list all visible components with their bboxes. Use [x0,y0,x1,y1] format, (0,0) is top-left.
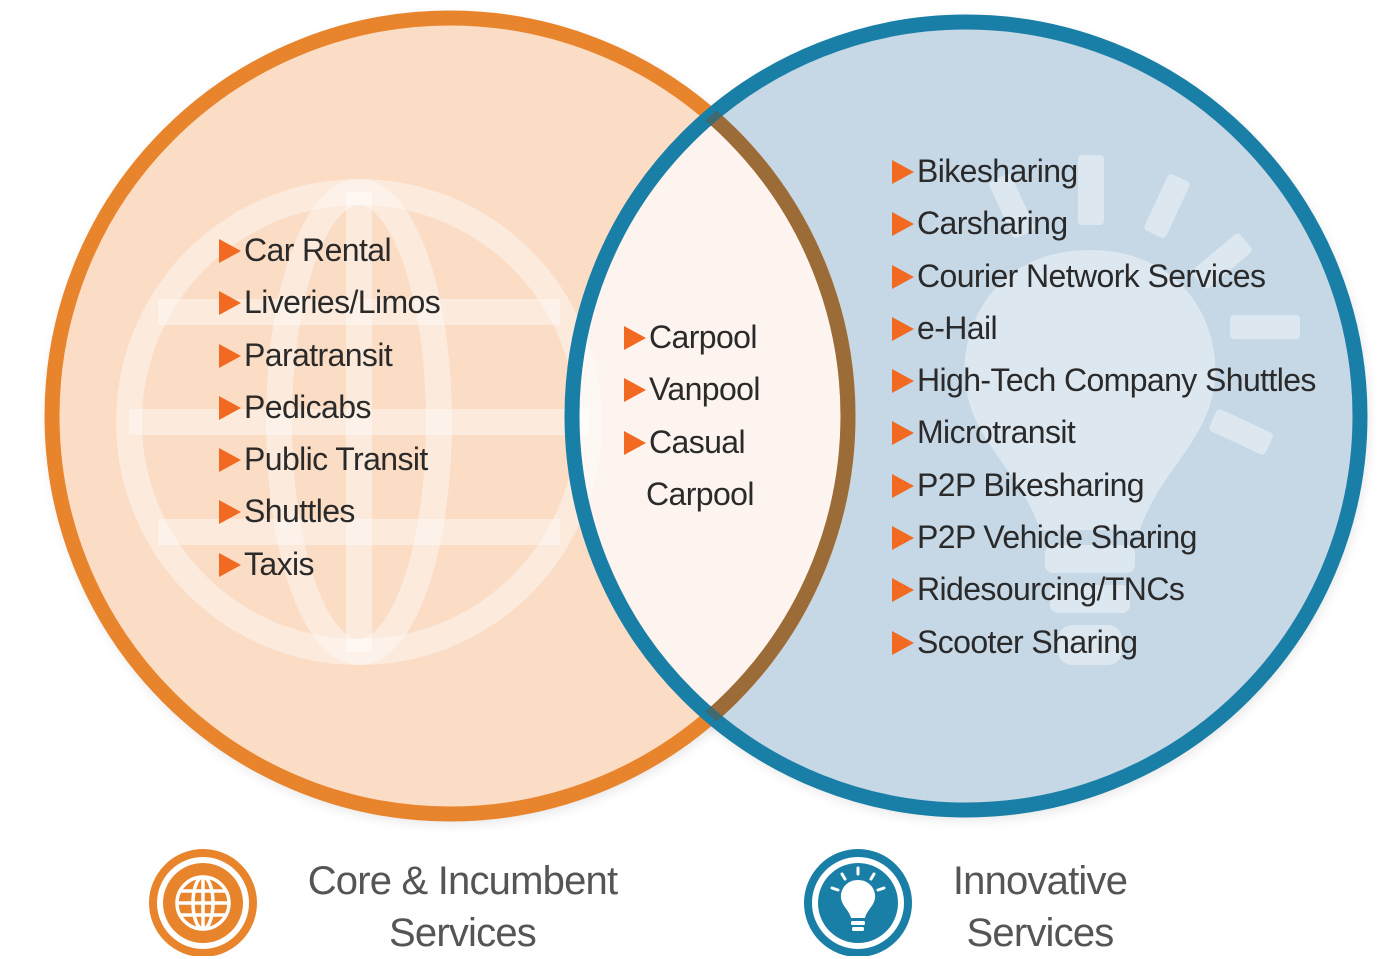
triangle-bullet-icon [892,160,914,184]
triangle-bullet-icon [624,378,646,403]
core-service-item-label: Pedicabs [244,388,371,425]
triangle-bullet-icon [892,526,914,551]
core-service-item-label: Shuttles [244,493,355,530]
globe-watermark-icon [116,179,602,665]
innovative-service-item-label: P2P Bikesharing [917,466,1145,503]
triangle-bullet-icon [624,326,646,350]
innovative-service-item: Ridesourcing/TNCs [892,563,1316,615]
innovative-circle-ring [564,14,1368,818]
triangle-bullet-icon [892,264,914,289]
triangle-bullet-icon [892,578,914,603]
innovative-service-item: P2P Bikesharing [892,459,1316,511]
core-service-item: Liveries/Limos [219,276,441,328]
innovative-service-item-label: Carsharing [917,205,1068,242]
innovative-legend-line2: Services [966,911,1115,955]
innovative-service-item: Carsharing [892,197,1316,249]
overlap-service-item: Carpool [624,311,760,363]
core-service-item-label: Public Transit [244,441,428,478]
triangle-bullet-icon [892,473,914,498]
overlap-service-item: Casual [624,416,760,468]
core-legend-globe-icon [149,849,257,956]
triangle-bullet-icon [219,500,241,525]
triangle-bullet-icon [892,421,914,446]
core-service-item: Shuttles [219,485,440,537]
triangle-bullet-icon [892,630,914,655]
core-service-item: Car Rental [219,224,440,276]
overlap-service-item-label: Casual [649,423,746,460]
triangle-bullet-icon [892,212,914,237]
core-service-item: Pedicabs [219,381,440,433]
overlap-region [572,22,848,810]
innovative-service-item-label: High-Tech Company Shuttles [917,362,1316,399]
innovative-service-item: e-Hail [892,302,1316,354]
triangle-bullet-icon [219,291,241,316]
triangle-bullet-icon [219,552,241,577]
core-service-item-label: Liveries/Limos [244,284,441,321]
core-legend-label: Core & Incumbent Services [290,855,635,959]
triangle-bullet-icon [219,395,241,420]
innovative-service-item: Courier Network Services [892,250,1316,302]
triangle-bullet-icon [219,343,241,368]
innovative-service-item: Bikesharing [892,145,1316,197]
innovative-legend-line1: Innovative [952,859,1128,903]
core-legend-line2: Services [389,911,537,955]
innovative-legend-lightbulb-icon [804,849,912,956]
triangle-bullet-icon [219,239,241,263]
overlap-service-item-label: Vanpool [649,371,760,408]
core-service-item: Taxis [219,538,440,590]
innovative-service-item: High-Tech Company Shuttles [892,354,1316,406]
innovative-service-item-label: P2P Vehicle Sharing [917,519,1197,556]
innovative-service-item-label: e-Hail [917,309,998,346]
core-service-item-label: Paratransit [244,336,393,373]
core-service-item-label: Car Rental [244,232,392,268]
core-service-item: Public Transit [219,433,440,485]
triangle-bullet-icon [219,448,241,473]
core-service-item: Paratransit [219,329,440,381]
innovative-service-item: Microtransit [892,406,1316,458]
triangle-bullet-icon [892,316,914,341]
innovative-legend-label: Innovative Services [920,855,1160,959]
core-legend-line1: Core & Incumbent [307,859,618,903]
innovative-service-item: Scooter Sharing [892,616,1316,668]
innovative-service-item-label: Courier Network Services [917,257,1266,294]
innovative-service-item: P2P Vehicle Sharing [892,511,1316,563]
triangle-bullet-icon [624,430,646,455]
innovative-service-item-label: Ridesourcing/TNCs [917,571,1185,608]
core-service-item-label: Taxis [244,545,315,582]
overlap-service-continuation: Carpool [646,475,754,512]
triangle-bullet-icon [892,369,914,394]
lightbulb-watermark-icon [964,155,1300,665]
innovative-service-item-label: Scooter Sharing [917,623,1138,660]
innovative-service-item-label: Bikesharing [917,153,1078,189]
overlap-service-item-label: Carpool [649,319,757,355]
overlap-service-item: Vanpool [624,363,760,415]
innovative-service-item-label: Microtransit [917,414,1076,451]
